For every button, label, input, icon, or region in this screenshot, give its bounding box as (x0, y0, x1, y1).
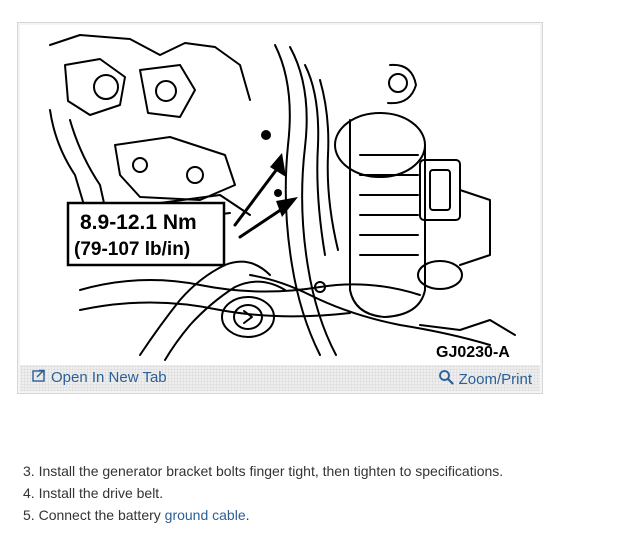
torque-spec-nm: 8.9-12.1 Nm (80, 211, 197, 234)
step-text: Install the generator bracket bolts fing… (38, 463, 504, 479)
instruction-steps: 3. Install the generator bracket bolts f… (23, 460, 603, 526)
generator-line-art: 8.9-12.1 Nm (79-107 lb/in) GJ0230-A (20, 25, 540, 365)
zoom-print-link[interactable]: Zoom/Print (438, 369, 532, 389)
step-item: 5. Connect the battery ground cable. (23, 504, 603, 526)
step-text: Connect the battery (38, 507, 165, 523)
figure-code: GJ0230-A (436, 344, 510, 361)
step-text: Install the drive belt. (38, 485, 164, 501)
step-number: 4. (23, 485, 35, 501)
step-number: 3. (23, 463, 35, 479)
magnifier-icon (438, 369, 454, 389)
step-item: 3. Install the generator bracket bolts f… (23, 460, 603, 482)
new-tab-icon (32, 369, 46, 386)
torque-spec-lbin: (79-107 lb/in) (74, 239, 190, 260)
step-suffix: . (245, 507, 250, 523)
open-in-new-tab-label: Open In New Tab (51, 369, 167, 386)
figure-toolbar: Open In New Tab Zoom/Print (20, 365, 540, 391)
figure-card: 8.9-12.1 Nm (79-107 lb/in) GJ0230-A Open… (17, 22, 543, 394)
open-in-new-tab-link[interactable]: Open In New Tab (32, 369, 167, 386)
step-number: 5. (23, 507, 35, 523)
generator-diagram[interactable]: 8.9-12.1 Nm (79-107 lb/in) GJ0230-A (20, 25, 540, 365)
ground-cable-link[interactable]: ground cable (164, 507, 246, 523)
step-item: 4. Install the drive belt. (23, 482, 603, 504)
zoom-print-label: Zoom/Print (458, 370, 532, 388)
